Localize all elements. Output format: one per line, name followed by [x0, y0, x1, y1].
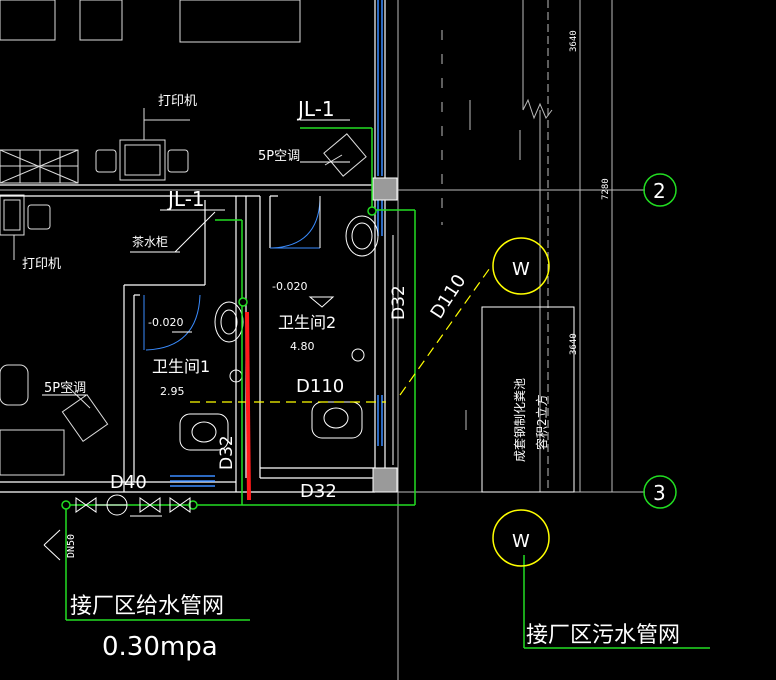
label-room2-name: 卫生间2: [278, 313, 336, 332]
label-water-supply: 接厂区给水管网: [70, 594, 224, 619]
label-equipment-1: 成套钢制化粪池: [513, 378, 527, 462]
label-d110-diag: D110: [427, 271, 471, 323]
stair-grating: [170, 475, 215, 487]
label-ac-left: 5P空调: [44, 381, 86, 396]
label-printer-left: 打印机: [22, 257, 61, 272]
label-elev-room2: -0.020: [272, 280, 307, 293]
label-equipment-2: 容积2立方: [534, 394, 549, 450]
dash-ticks: [441, 30, 521, 430]
label-axis-3: 3: [653, 481, 666, 505]
label-elev-room1: -0.020: [148, 316, 183, 329]
sanitary-fixtures: [172, 215, 379, 451]
label-dim-3640-top: 3640: [569, 30, 579, 52]
doors: [143, 196, 321, 351]
label-well-top: W: [512, 259, 530, 280]
windows: [377, 0, 394, 465]
office-furniture: [0, 0, 367, 476]
label-dn-vertical: DN50: [66, 534, 77, 558]
label-ac-top: 5P空调: [258, 149, 300, 164]
label-printer-top: 打印机: [158, 94, 197, 109]
axis-bubbles: [643, 173, 677, 509]
label-d32-bottom: D32: [300, 481, 337, 502]
label-jl-top: JL-1: [296, 97, 335, 121]
well-symbols: [492, 237, 550, 567]
label-jl-mid: JL-1: [166, 187, 205, 211]
label-room1-area: 2.95: [160, 385, 185, 398]
texts: 打印机 打印机 JL-1 JL-1 5P空调 5P空调 茶水柜 -0.020 -…: [22, 30, 680, 662]
label-d40: D40: [110, 472, 147, 493]
label-d32-room1: D32: [217, 435, 237, 470]
label-well-bottom: W: [512, 531, 530, 552]
valves: [75, 494, 191, 517]
label-dim-3640-bottom: 3640: [569, 333, 579, 355]
label-axis-2: 2: [653, 179, 666, 203]
label-sewer: 接厂区污水管网: [526, 623, 680, 648]
label-pressure: 0.30mpa: [102, 632, 218, 662]
drain-lines: [190, 264, 493, 403]
label-d32-right: D32: [389, 285, 409, 320]
label-dim-7280: 7280: [601, 178, 611, 200]
pipe-nodes: [61, 206, 377, 510]
label-tea-cabinet: 茶水柜: [132, 234, 168, 249]
septic-box: [481, 306, 575, 493]
label-room2-area: 4.80: [290, 340, 315, 353]
columns: [372, 177, 398, 493]
label-room1-name: 卫生间1: [152, 357, 210, 376]
supply-pipes: [65, 127, 710, 649]
label-d110-mid: D110: [296, 376, 344, 397]
walls: [0, 0, 386, 493]
red-riser: [245, 311, 251, 501]
leader-lines: [42, 119, 350, 561]
